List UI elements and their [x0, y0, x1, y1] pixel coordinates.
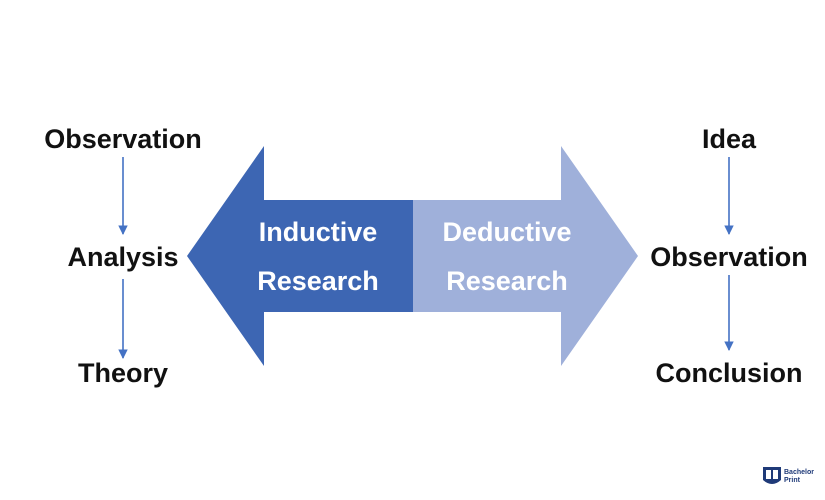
deductive-label-line2: Research: [446, 266, 568, 296]
inductive-step-2: Analysis: [67, 242, 178, 272]
logo-text-line1: Bachelor: [784, 469, 814, 476]
deductive-step-1: Idea: [702, 124, 757, 154]
inductive-label-line2: Research: [257, 266, 379, 296]
logo-text-line2: Print: [784, 477, 801, 484]
book-shield-icon: [763, 467, 781, 484]
inductive-arrow: [187, 146, 413, 366]
deductive-label-line1: Deductive: [442, 217, 571, 247]
bachelorprint-logo: Bachelor Print: [763, 467, 814, 484]
inductive-label-line1: Inductive: [259, 217, 378, 247]
deductive-arrow: [413, 146, 638, 366]
inductive-step-3: Theory: [78, 358, 168, 388]
deductive-step-3: Conclusion: [656, 358, 803, 388]
inductive-step-1: Observation: [44, 124, 202, 154]
deductive-step-2: Observation: [650, 242, 808, 272]
